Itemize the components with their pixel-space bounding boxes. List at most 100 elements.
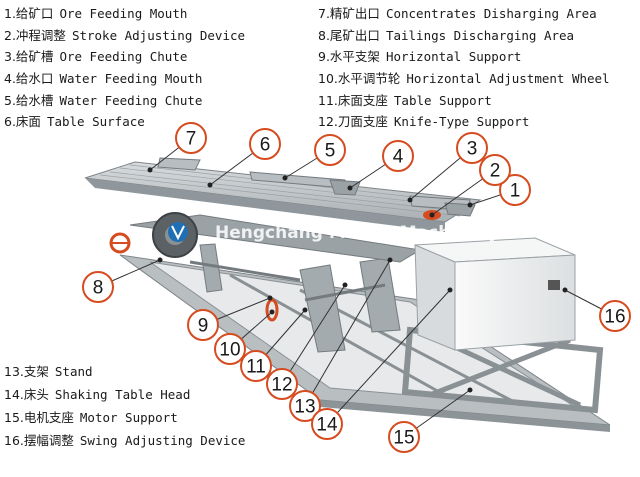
callout-number: 15 — [393, 428, 414, 449]
callout-leader-line — [281, 284, 346, 385]
watermark-text: Hengchang Mining Machinery — [215, 223, 499, 243]
legend-item-en: Knife-Type Support — [393, 114, 530, 130]
legend-item-zh: 13.支架 — [4, 364, 49, 379]
callout-number: 8 — [93, 278, 104, 299]
table-supports — [189, 243, 401, 353]
legend-item: 5.给水槽 Water Feeding Chute — [4, 90, 245, 112]
callout-number: 14 — [316, 415, 338, 436]
callout-anchor-dot — [467, 387, 473, 393]
callout-anchor-dot — [342, 282, 348, 288]
callout-anchor-dot — [387, 257, 393, 263]
legend-item: 12.刀面支座 Knife-Type Support — [318, 111, 610, 133]
legend-item-en: Ore Feeding Chute — [59, 49, 188, 65]
legend-item-en: Swing Adjusting Device — [79, 433, 246, 448]
callout-number: 10 — [219, 340, 240, 361]
legend-item-en: Water Feeding Chute — [59, 92, 203, 108]
callout-number: 16 — [604, 307, 625, 328]
callout-circle — [214, 333, 246, 365]
legend-top-right: 7.精矿出口 Concentrates Disharging Area 8.尾矿出口… — [318, 3, 610, 133]
legend-item-zh: 1.给矿口 — [4, 6, 54, 21]
callout-anchor-dot — [269, 309, 275, 315]
legend-item-zh: 10.水平调节轮 — [318, 71, 401, 87]
legend-item-zh: 7.精矿出口 — [318, 6, 380, 21]
callout-circle — [314, 134, 346, 166]
callout-number: 12 — [271, 375, 292, 396]
legend-item: 3.给矿槽 Ore Feeding Chute — [4, 46, 245, 68]
callout-leader-line — [326, 289, 451, 425]
legend-item-zh: 3.给矿槽 — [4, 49, 54, 65]
callout-number: 5 — [325, 141, 336, 162]
callout-circle — [240, 350, 272, 382]
callout-number: 9 — [198, 316, 209, 337]
legend-item-en: Table Support — [393, 92, 492, 108]
legend-item-en: Concentrates Disharging Area — [385, 6, 597, 21]
callout-circle — [266, 368, 298, 400]
callout-leader-line — [304, 259, 391, 407]
callout-anchor-dot — [147, 167, 153, 173]
legend-item: 7.精矿出口 Concentrates Disharging Area — [318, 3, 610, 25]
legend-item-zh: 6.床面 — [4, 114, 41, 130]
callout-circle — [479, 154, 511, 186]
legend-top-left: 1.给矿口 Ore Feeding Mouth 2.冲程调整 Stroke Adjus… — [4, 3, 245, 133]
callout-circle — [599, 300, 631, 332]
callout-circle — [456, 132, 488, 164]
callout-number: 7 — [186, 129, 197, 150]
legend-item-zh: 5.给水槽 — [4, 92, 54, 108]
legend-item-en: Horizontal Adjustment Wheel — [406, 71, 610, 87]
callout-anchor-dot — [282, 175, 288, 181]
feeding-chutes — [157, 157, 476, 217]
callout-circle — [289, 390, 321, 422]
legend-item-en: Stroke Adjusting Device — [71, 27, 246, 43]
callout-number: 13 — [294, 397, 315, 418]
legend-item-en: Water Feeding Mouth — [59, 71, 203, 87]
callout-circle — [249, 128, 281, 160]
callout-anchor-dot — [347, 185, 353, 191]
horizontal-adjustment-wheel — [265, 298, 279, 322]
callout-circle — [187, 309, 219, 341]
callout-anchor-dot — [407, 197, 413, 203]
callout-number: 1 — [510, 181, 521, 202]
legend-item-zh: 4.给水口 — [4, 71, 54, 87]
callout-anchor-dot — [562, 287, 568, 293]
callout-circle — [499, 174, 531, 206]
legend-item: 11.床面支座 Table Support — [318, 90, 610, 112]
callout-number: 11 — [246, 357, 266, 378]
callout-anchor-dot — [302, 307, 308, 313]
legend-item: 8.尾矿出口 Tailings Discharging Area — [318, 25, 610, 47]
legend-item-en: Shaking Table Head — [54, 387, 191, 402]
legend-item-en: Horizontal Support — [385, 49, 522, 65]
callout-number: 4 — [393, 147, 404, 168]
legend-item: 4.给水口 Water Feeding Mouth — [4, 68, 245, 90]
legend-item-zh: 15.电机支座 — [4, 410, 74, 425]
legend-item-zh: 8.尾矿出口 — [318, 27, 380, 43]
legend-item: 2.冲程调整 Stroke Adjusting Device — [4, 25, 245, 47]
legend-item-zh: 11.床面支座 — [318, 92, 388, 108]
callout-anchor-dot — [447, 287, 453, 293]
table-surface — [84, 161, 482, 263]
legend-item-en: Tailings Discharging Area — [385, 27, 575, 43]
legend-item: 1.给矿口 Ore Feeding Mouth — [4, 3, 245, 25]
legend-item-zh: 2.冲程调整 — [4, 27, 66, 43]
callout-anchor-dot — [157, 257, 163, 263]
callout-circle — [82, 271, 114, 303]
legend-item-zh: 14.床头 — [4, 387, 49, 402]
callout-circle — [388, 421, 420, 453]
callout-circle — [311, 408, 343, 440]
legend-item-zh: 12.刀面支座 — [318, 114, 388, 130]
callout-anchor-dot — [207, 182, 213, 188]
legend-item-en: Ore Feeding Mouth — [59, 6, 188, 21]
callout-anchor-dot — [267, 295, 273, 301]
shaking-table-head — [414, 237, 576, 351]
legend-item: 14.床头 Shaking Table Head — [4, 383, 245, 406]
callout-number: 3 — [467, 139, 478, 160]
watermark-logo — [168, 222, 188, 242]
callout-anchor-dot — [467, 202, 473, 208]
callout-number: 6 — [260, 135, 271, 156]
